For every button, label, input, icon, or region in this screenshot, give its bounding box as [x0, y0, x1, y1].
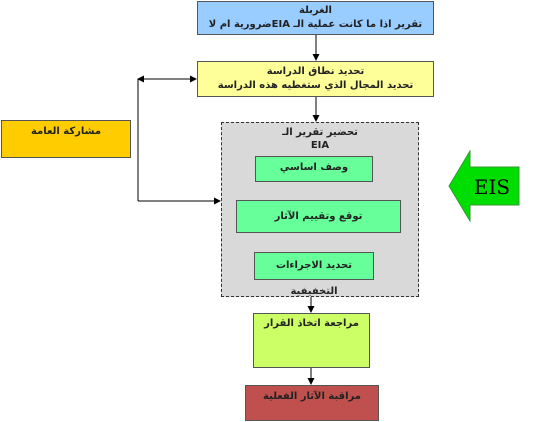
eia-preparation-title: تحضير تقرير الـ [282, 127, 358, 138]
eis-arrow: EIS [448, 150, 520, 222]
eia-preparation-subtitle: EIA [310, 140, 330, 151]
participation-label: مشاركة العامة [30, 126, 102, 137]
impact-monitoring-box: مراقبة الآثار الفعلية [245, 385, 379, 421]
scoping-title: تحديد نطاق الدراسة [266, 66, 365, 77]
public-participation-box: مشاركة العامة [1, 120, 131, 158]
baseline-label: وصف اساسي [279, 162, 349, 173]
impacts-label: توقع وتقييم الآثار [274, 211, 363, 222]
scoping-box: تحديد نطاق الدراسة تحديد المجال الذي ستغ… [197, 61, 434, 97]
review-label: مراجعة اتخاذ القرار [264, 318, 359, 329]
decision-review-box: مراجعة اتخاذ القرار [253, 313, 370, 368]
screening-box: الغربلة تقرير اذا ما كانت عملية الـ EIAض… [197, 1, 434, 35]
screening-title: الغربلة [299, 5, 332, 16]
mitigation-measures-box: تحديد الاجراءات التخفيفية [254, 252, 374, 297]
eis-label: EIS [474, 175, 510, 199]
eis-arrow-shape [448, 150, 520, 222]
baseline-description-box: وصف اساسي [255, 156, 373, 182]
screening-text: تقرير اذا ما كانت عملية الـ EIAضرورية ام… [208, 19, 423, 30]
monitoring-label: مراقبة الآثار الفعلية [263, 391, 361, 402]
impact-assessment-box: توقع وتقييم الآثار [236, 200, 401, 233]
mitigation-label: تحديد الاجراءات التخفيفية [275, 260, 353, 297]
scoping-text: تحديد المجال الذي ستغطيه هذه الدراسة [217, 80, 414, 91]
